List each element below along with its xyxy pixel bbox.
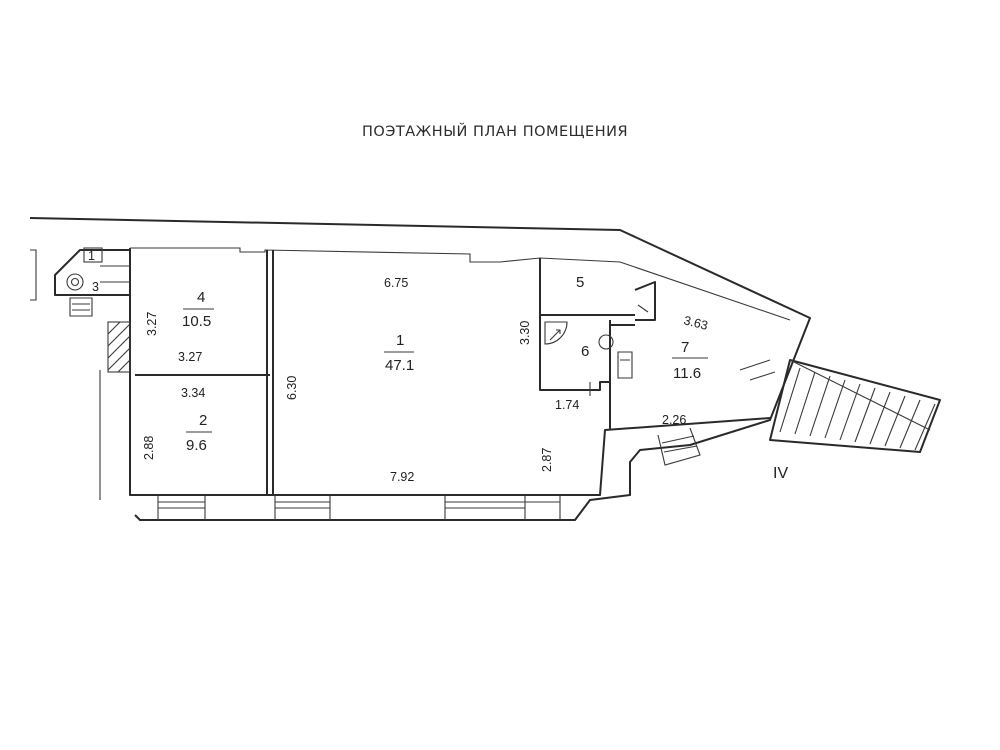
annex-room-3: 1 3 — [30, 247, 131, 500]
interior-walls — [135, 250, 656, 495]
room-2-area: 9.6 — [186, 437, 207, 454]
room-1-number: 1 — [396, 332, 404, 349]
room-1-area: 47.1 — [385, 357, 414, 374]
marker-1-label: 1 — [88, 249, 95, 263]
stair-steps — [657, 359, 776, 466]
room-7-area: 11.6 — [673, 365, 701, 382]
dim-r7-bottom: 2.26 — [662, 413, 686, 427]
dim-r5-side: 3.30 — [518, 321, 532, 345]
door-swing-icon — [544, 321, 568, 345]
outer-walls — [29, 217, 811, 521]
room-3-number: 3 — [92, 280, 99, 294]
dim-r2-side: 2.88 — [142, 436, 156, 460]
room-6-number: 6 — [581, 343, 589, 360]
bathroom-fixtures — [544, 321, 633, 396]
dim-r6-bottom: 1.74 — [555, 398, 579, 412]
dim-r4-side: 3.27 — [145, 312, 159, 336]
hatched-wall-left — [107, 321, 131, 373]
dim-r1-top: 6.75 — [384, 276, 408, 290]
dim-r1-right: 2.87 — [540, 448, 554, 472]
room-7-number: 7 — [681, 339, 689, 356]
marker-box — [83, 247, 103, 263]
dim-r2-top: 3.34 — [181, 386, 205, 400]
room-4-number: 4 — [197, 289, 205, 306]
room-4-area: 10.5 — [182, 313, 211, 330]
room-labels: 4 10.5 2 9.6 1 47.1 5 6 7 11.6 — [182, 274, 708, 454]
fixture-icon — [66, 273, 84, 291]
section-mark-iv: IV — [773, 465, 788, 482]
exterior-ramp-hatched — [769, 359, 941, 453]
dimension-labels: 6.75 6.30 7.92 2.87 3.27 3.27 3.34 2.88 … — [142, 276, 709, 484]
dim-r4-bottom: 3.27 — [178, 350, 202, 364]
dim-r1-bottom: 7.92 — [390, 470, 414, 484]
dim-r1-left: 6.30 — [285, 376, 299, 400]
windows-bottom — [157, 495, 561, 520]
toilet-icon — [598, 334, 614, 350]
room-2-number: 2 — [199, 412, 207, 429]
room-5-number: 5 — [576, 274, 584, 291]
plan-title: ПОЭТАЖНЫЙ ПЛАН ПОМЕЩЕНИЯ — [361, 124, 629, 140]
dim-r7-top: 3.63 — [682, 313, 709, 332]
